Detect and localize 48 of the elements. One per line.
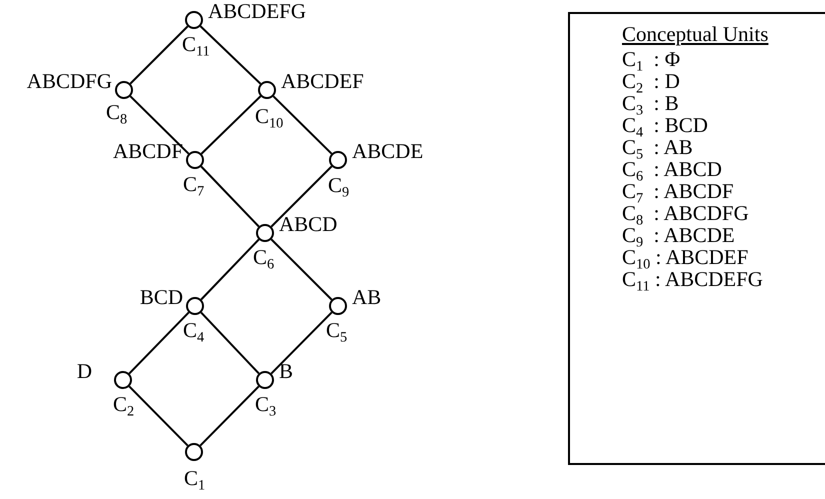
connector-line	[270, 312, 332, 374]
connector-line	[270, 166, 332, 228]
set-label: D	[76, 360, 92, 382]
panel-heading: Conceptual Units	[622, 23, 768, 45]
unit-entry: C$_{7}$ : ABCDF	[622, 180, 734, 202]
unit-entry: C$_{9}$ : ABCDE	[622, 224, 735, 246]
unit-entry: C$_{3}$ : B	[622, 92, 679, 114]
connector-line	[270, 238, 332, 300]
set-label: ABCDEFG	[208, 0, 306, 22]
concept-label: C$_{10}$	[255, 105, 284, 127]
connector-line	[272, 96, 332, 154]
concept-label: C$_{9}$	[328, 174, 350, 196]
set-label: ABCDFG	[26, 70, 112, 92]
legend-panel	[568, 12, 825, 465]
concept-label: C$_{1}$	[184, 467, 206, 489]
concept-label: C$_{5}$	[326, 319, 348, 341]
connector-line	[130, 26, 188, 84]
concept-label: C$_{3}$	[255, 393, 276, 415]
set-label: ABCDF	[112, 140, 183, 162]
connector-line	[200, 386, 260, 446]
connector-line	[200, 96, 262, 154]
concept-label: C$_{8}$	[106, 101, 128, 123]
unit-entry: C$_{4}$ : BCD	[622, 114, 708, 136]
connector-line	[200, 312, 260, 374]
concept-label: C$_{11}$	[182, 33, 210, 55]
set-label: B	[279, 360, 294, 382]
unit-entry: C$_{1}$ : Φ	[622, 48, 680, 70]
concept-label: C$_{7}$	[183, 173, 204, 195]
concept-label: C$_{2}$	[113, 393, 134, 415]
unit-entry: C$_{8}$ : ABCDFG	[622, 202, 749, 224]
unit-entry: C$_{10}$ : ABCDEF	[622, 246, 748, 268]
connector-line	[130, 96, 190, 154]
set-label: BCD	[140, 286, 183, 308]
connector-line	[200, 26, 262, 84]
connector-line	[128, 312, 190, 374]
set-label: ABCDE	[352, 140, 424, 162]
concept-label: C$_{4}$	[183, 319, 204, 341]
connector-line	[200, 166, 260, 228]
connector-line	[128, 386, 188, 446]
connector-line	[200, 238, 260, 300]
unit-entry: C$_{2}$ : D	[622, 70, 680, 92]
unit-entry: C$_{11}$ : ABCDEFG	[622, 268, 763, 290]
set-label: ABCDEF	[281, 70, 364, 92]
set-label: ABCD	[279, 213, 338, 235]
unit-entry: C$_{6}$ : ABCD	[622, 158, 722, 180]
unit-entry: C$_{5}$ : AB	[622, 136, 693, 158]
set-label: AB	[352, 286, 382, 308]
concept-label: C$_{6}$	[253, 246, 274, 268]
